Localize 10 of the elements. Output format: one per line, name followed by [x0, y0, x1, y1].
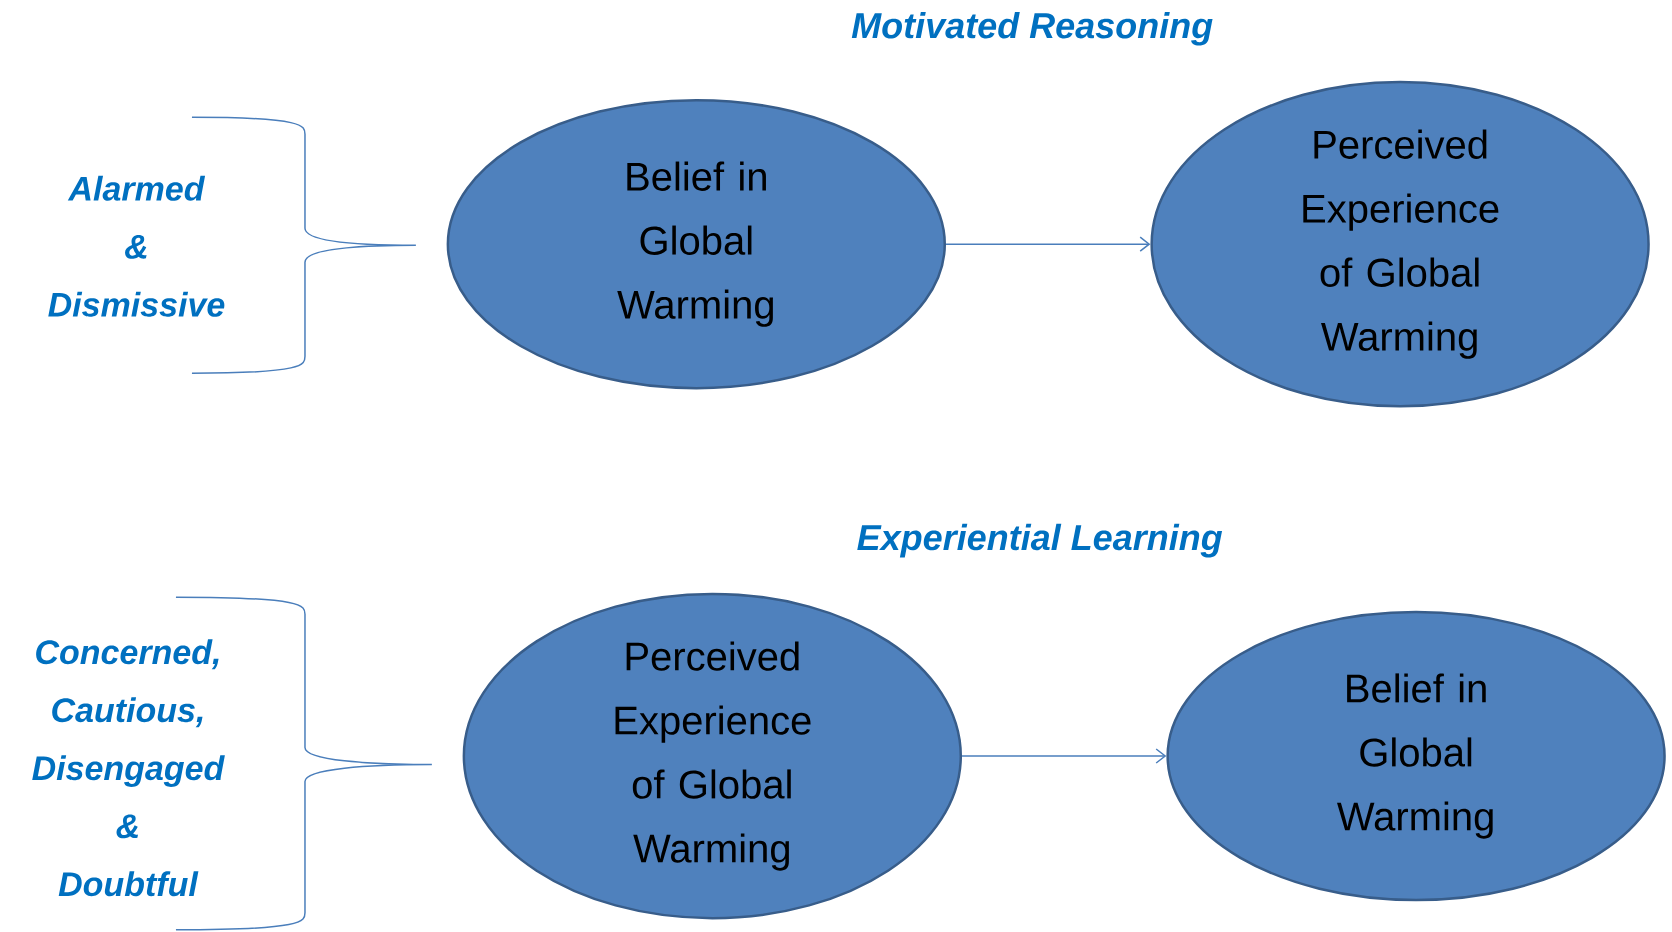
- group-label: Concerned, Cautious, Disengaged & Doubtful: [32, 639, 225, 897]
- group-label: Alarmed & Dismissive: [48, 175, 225, 317]
- ellipse-node: Belief in Global Warming: [446, 99, 946, 390]
- ellipse-node: Perceived Experience of Global Warming: [1150, 80, 1650, 408]
- ellipse-node: Belief in Global Warming: [1166, 610, 1666, 902]
- heading: Motivated Reasoning: [851, 12, 1213, 46]
- heading: Experiential Learning: [857, 523, 1223, 558]
- arrow: [945, 236, 1151, 252]
- arrow: [961, 748, 1167, 764]
- ellipse-node: Perceived Experience of Global Warming: [462, 592, 962, 920]
